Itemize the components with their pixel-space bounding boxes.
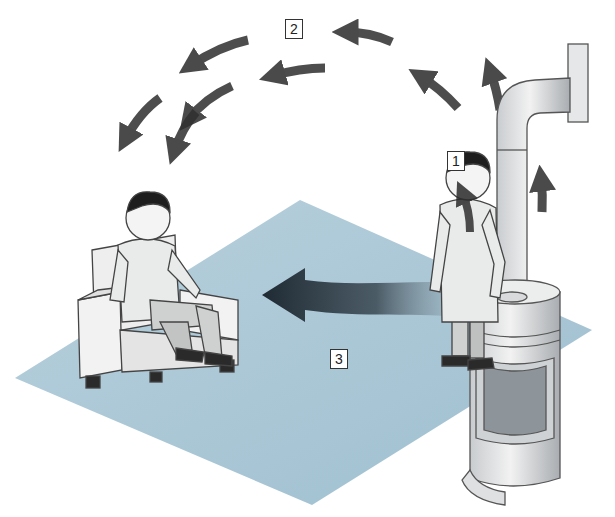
callout-number: 1 [447,151,465,171]
armchair [78,235,238,388]
callout-number: 2 [285,19,303,39]
seated-person [110,192,232,366]
standing-person [430,152,505,370]
callout-number: 3 [330,349,348,369]
convection-arrows [125,32,542,212]
conduction-arrow [462,192,470,232]
stove-pipe [497,44,588,300]
